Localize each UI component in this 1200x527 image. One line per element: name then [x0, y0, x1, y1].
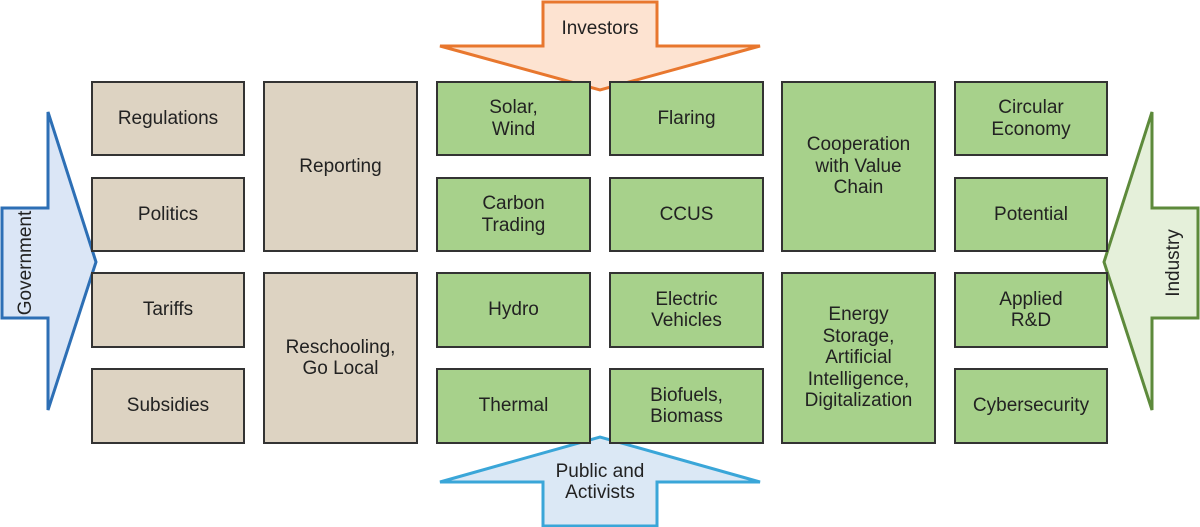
reschooling-box: Reschooling, Go Local: [263, 272, 418, 444]
industry-label: Industry: [1163, 229, 1184, 297]
politics-box: Politics: [91, 177, 245, 252]
public-activists-arrow: [439, 435, 761, 527]
flaring-box: Flaring: [609, 81, 764, 156]
potential-box: Potential: [954, 177, 1108, 252]
biofuels-biomass-box: Biofuels, Biomass: [609, 368, 764, 444]
ccus-box: CCUS: [609, 177, 764, 252]
subsidies-box: Subsidies: [91, 368, 245, 444]
electric-vehicles-box: Electric Vehicles: [609, 272, 764, 348]
cooperation-box: Cooperation with Value Chain: [781, 81, 936, 252]
industry-arrow: [1102, 111, 1200, 411]
investors-arrow: [439, 0, 761, 92]
cybersecurity-box: Cybersecurity: [954, 368, 1108, 444]
thermal-box: Thermal: [436, 368, 591, 444]
hydro-box: Hydro: [436, 272, 591, 348]
tariffs-box: Tariffs: [91, 272, 245, 348]
circular-economy-box: Circular Economy: [954, 81, 1108, 156]
applied-rd-box: Applied R&D: [954, 272, 1108, 348]
government-label: Government: [15, 210, 36, 316]
solar-wind-box: Solar, Wind: [436, 81, 591, 156]
regulations-box: Regulations: [91, 81, 245, 156]
carbon-trading-box: Carbon Trading: [436, 177, 591, 252]
public-activists-label: Public and Activists: [555, 460, 645, 503]
reporting-box: Reporting: [263, 81, 418, 252]
investors-label: Investors: [561, 18, 639, 40]
energy-storage-box: Energy Storage, Artificial Intelligence,…: [781, 272, 936, 444]
government-arrow: [0, 111, 98, 411]
